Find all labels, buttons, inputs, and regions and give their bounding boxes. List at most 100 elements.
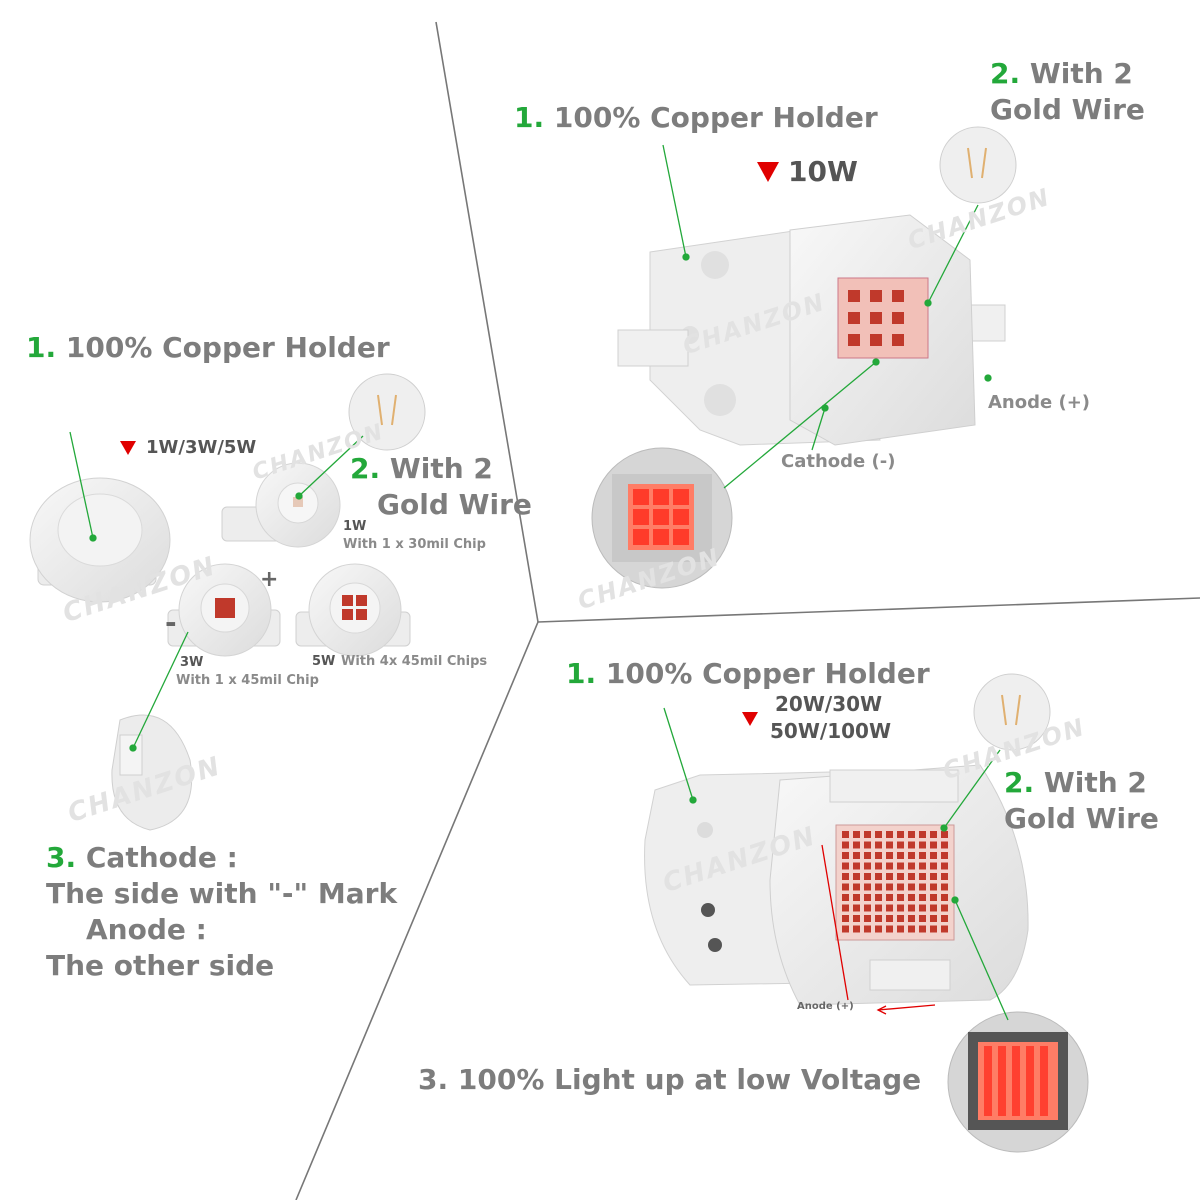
led-die <box>853 904 860 912</box>
led-die <box>886 904 893 912</box>
wattage-label-100w-line1: 20W/30W <box>775 692 883 716</box>
zoom-lit-chip-10w <box>591 447 733 589</box>
wattage-label: 1W/3W/5W <box>146 437 257 458</box>
led-die <box>875 883 882 891</box>
led-die <box>941 841 948 849</box>
led-die <box>864 925 871 933</box>
led-die <box>941 904 948 912</box>
led-die <box>875 841 882 849</box>
led-die <box>886 915 893 922</box>
led-die <box>897 925 904 933</box>
led-die <box>941 915 948 922</box>
plus-mark: + <box>260 567 279 592</box>
led-die <box>919 852 926 859</box>
led-die <box>919 831 926 838</box>
zoom-cathode-side <box>111 714 193 831</box>
led-die <box>853 873 860 880</box>
heading-low-voltage: 3. 100% Light up at low Voltage <box>418 1063 922 1096</box>
led-die <box>919 894 926 901</box>
led-die <box>864 862 871 870</box>
led-die <box>930 831 937 838</box>
variant-5w-power: 5W <box>312 654 336 669</box>
led-die <box>842 904 849 912</box>
led-die <box>842 883 849 891</box>
heading-gold-wire-100w: 2. With 2 <box>1004 766 1147 799</box>
led-die <box>842 894 849 901</box>
heading-copper-holder-100w: 1. 100% Copper Holder <box>566 657 930 690</box>
led-die <box>919 915 926 922</box>
led-die <box>908 925 915 933</box>
led-die <box>886 841 893 849</box>
led-die <box>842 852 849 859</box>
led-1w <box>221 462 341 548</box>
variant-3w-chip: With 1 x 45mil Chip <box>176 673 319 688</box>
led-die <box>908 904 915 912</box>
led-die <box>930 873 937 880</box>
led-die <box>886 883 893 891</box>
variant-1w-power: 1W <box>343 519 367 534</box>
led-die <box>886 831 893 838</box>
led-die <box>919 925 926 933</box>
led-die <box>908 915 915 922</box>
led-die <box>875 862 882 870</box>
led-die <box>875 915 882 922</box>
pointer-lines-left <box>69 431 364 752</box>
heading-copper-holder-10w: 1. 100% Copper Holder <box>514 101 878 134</box>
led-die <box>930 841 937 849</box>
led-die <box>941 831 948 838</box>
led-die <box>897 915 904 922</box>
zoom-gold-wire-10w <box>939 126 1017 204</box>
led-die <box>864 841 871 849</box>
led-die <box>864 883 871 891</box>
led-die <box>875 873 882 880</box>
led-die <box>864 904 871 912</box>
led-die <box>853 883 860 891</box>
heading-cathode: 3. Cathode : <box>46 841 238 874</box>
led-die <box>930 925 937 933</box>
led-die <box>941 852 948 859</box>
pointer-lines-10w <box>662 144 992 489</box>
led-die <box>875 852 882 859</box>
red-triangle-icon <box>757 162 779 182</box>
led-die <box>875 894 882 901</box>
anode-label-100w: Anode (+) <box>797 1001 854 1012</box>
led-die <box>875 904 882 912</box>
led-die <box>875 925 882 933</box>
led-100w-chip-array <box>842 831 948 933</box>
anode-marker <box>821 844 936 1015</box>
led-die <box>853 852 860 859</box>
heading-gold-wire-10w: 2. With 2 <box>990 57 1133 90</box>
led-die <box>864 915 871 922</box>
led-die <box>842 862 849 870</box>
led-die <box>897 831 904 838</box>
led-die <box>886 925 893 933</box>
led-die <box>919 862 926 870</box>
led-die <box>941 894 948 901</box>
anode-label-10w: Anode (+) <box>988 392 1091 413</box>
led-die <box>908 831 915 838</box>
led-die <box>853 915 860 922</box>
led-die <box>930 883 937 891</box>
led-die <box>919 904 926 912</box>
led-die <box>941 873 948 880</box>
led-die <box>853 894 860 901</box>
divider-lines <box>295 21 1200 1200</box>
led-5w <box>295 563 411 657</box>
led-die <box>864 894 871 901</box>
led-die <box>864 852 871 859</box>
led-die <box>941 925 948 933</box>
led-die <box>897 841 904 849</box>
led-10w-front <box>617 214 1006 446</box>
wattage-label-10w: 10W <box>788 155 858 188</box>
wattage-label-100w-line2: 50W/100W <box>770 719 892 743</box>
led-die <box>853 862 860 870</box>
led-die <box>930 894 937 901</box>
led-die <box>897 883 904 891</box>
led-die <box>908 862 915 870</box>
led-die <box>842 915 849 922</box>
led-die <box>864 831 871 838</box>
led-die <box>864 873 871 880</box>
heading-gold-wire-100w-line2: Gold Wire <box>1004 802 1159 835</box>
led-die <box>919 883 926 891</box>
led-die <box>842 873 849 880</box>
